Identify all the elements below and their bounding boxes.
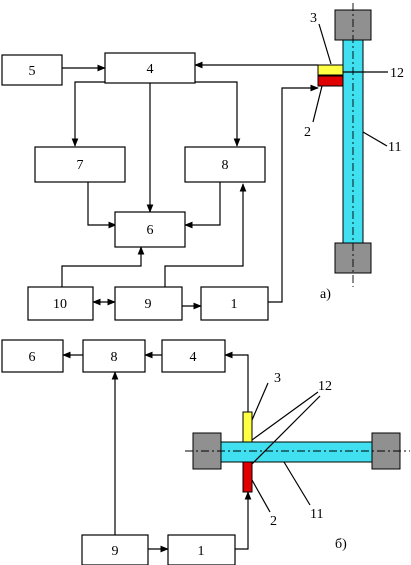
block-1: 1 — [167, 534, 236, 565]
svg-text:9: 9 — [112, 544, 119, 559]
leader-11 — [283, 461, 311, 506]
svg-text:6: 6 — [147, 223, 154, 238]
leader-12-lower — [251, 395, 321, 465]
block-5: 5 — [1, 54, 63, 86]
leader-3 — [251, 382, 269, 421]
arrow-7-to-6 — [87, 182, 117, 229]
svg-text:7: 7 — [77, 158, 84, 173]
leader-3 — [318, 23, 332, 65]
label-2: 2 — [304, 125, 311, 140]
horizontal-shaft-assembly — [185, 411, 410, 493]
svg-text:1: 1 — [231, 297, 238, 312]
caption-a: а) — [320, 287, 331, 302]
sensor-2 — [242, 461, 253, 493]
arrow-4-to-8 — [185, 81, 241, 147]
svg-text:6: 6 — [29, 350, 36, 365]
block-6: 6 — [1, 339, 64, 373]
shaft-11 — [218, 441, 375, 463]
label-12: 12 — [390, 66, 404, 81]
leader-11 — [362, 131, 388, 147]
leader-2 — [312, 85, 323, 123]
label-11: 11 — [388, 140, 401, 155]
block-7: 7 — [34, 146, 126, 183]
vertical-shaft-assembly — [317, 3, 372, 287]
svg-text:8: 8 — [111, 350, 118, 365]
block-8: 8 — [184, 146, 266, 183]
arrow-1-to-sensor — [268, 84, 319, 303]
block-4: 4 — [104, 52, 196, 84]
label-3: 3 — [274, 371, 281, 386]
svg-text:8: 8 — [222, 158, 229, 173]
block-9: 9 — [81, 534, 149, 565]
svg-text:4: 4 — [190, 350, 197, 365]
label-2: 2 — [270, 514, 277, 529]
svg-text:5: 5 — [29, 64, 36, 79]
caption-b: б) — [335, 537, 347, 552]
diagram-b: 6 8 4 9 1 — [1, 339, 410, 565]
leader-12-upper — [251, 391, 319, 441]
diagram-a: 5 4 7 8 6 10 9 1 — [1, 3, 404, 321]
leader-2 — [251, 479, 271, 513]
sensor-2 — [317, 75, 344, 87]
label-12: 12 — [318, 379, 332, 394]
svg-text:9: 9 — [145, 297, 152, 312]
block-10: 10 — [27, 286, 94, 321]
svg-text:4: 4 — [147, 62, 154, 77]
block-1: 1 — [200, 286, 269, 321]
label-11: 11 — [310, 507, 323, 522]
arrow-9-to-8 — [164, 183, 247, 287]
arrow-8-to-6 — [184, 182, 221, 229]
block-8: 8 — [82, 339, 146, 373]
label-3: 3 — [310, 11, 317, 26]
arrow-10-to-6 — [61, 246, 145, 287]
arrow-4-to-7 — [71, 81, 125, 147]
block-4: 4 — [161, 339, 226, 373]
sensor-3 — [242, 411, 253, 443]
svg-text:1: 1 — [198, 544, 205, 559]
sensor-3 — [317, 64, 344, 76]
block-6: 6 — [114, 211, 186, 248]
arrow-1-to-sensor — [235, 491, 252, 550]
svg-text:10: 10 — [53, 297, 67, 312]
block-9: 9 — [114, 286, 183, 321]
arrow-sensor-to-4 — [224, 351, 249, 412]
